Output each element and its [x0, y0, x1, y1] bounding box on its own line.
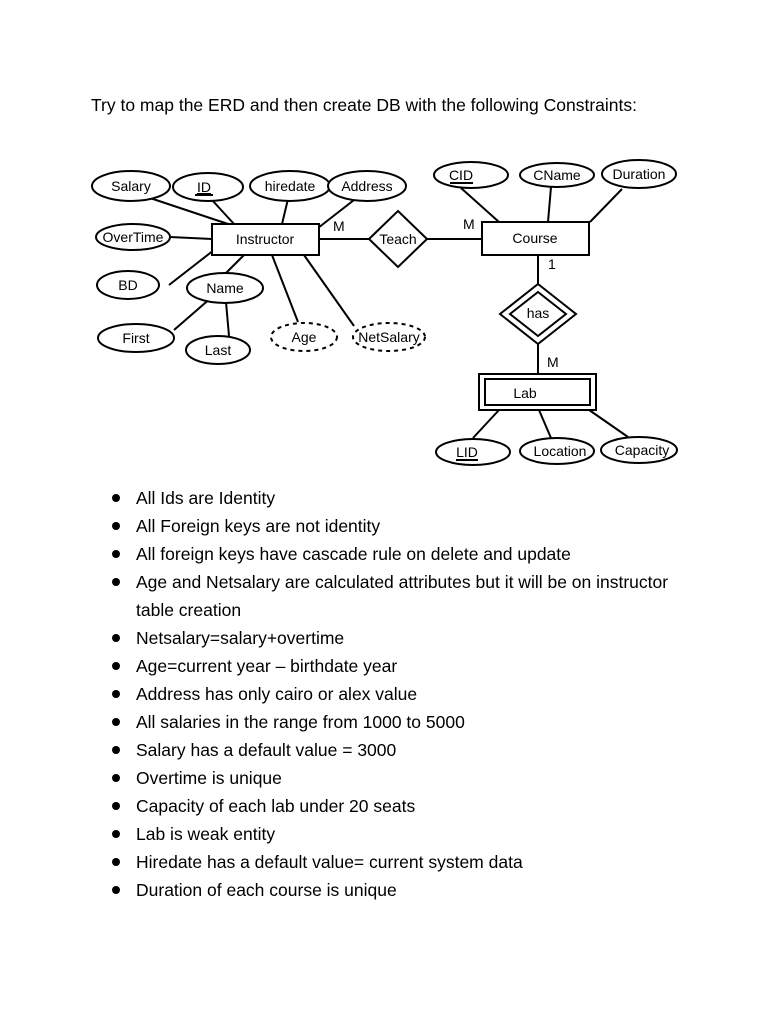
- attr-age-label: Age: [292, 329, 317, 345]
- er-diagram: Instructor Salary ID hiredate Address Ov…: [91, 159, 678, 466]
- attr-salary: Salary: [91, 170, 171, 202]
- constraint-item: Netsalary=salary+overtime: [110, 624, 670, 652]
- attr-location-label: Location: [534, 443, 587, 459]
- connector-salary: [149, 197, 229, 225]
- connector-cid: [460, 187, 500, 223]
- attr-name: Name: [186, 272, 264, 304]
- attr-capacity: Capacity: [600, 436, 678, 464]
- entity-course: Course: [481, 221, 590, 256]
- attr-duration: Duration: [601, 159, 677, 189]
- connector-cname: [547, 186, 552, 223]
- connector-overtime: [169, 236, 213, 240]
- attr-address: Address: [327, 170, 407, 202]
- attr-bd-label: BD: [118, 277, 137, 293]
- constraint-item: All Ids are Identity: [110, 484, 670, 512]
- entity-lab-label: Lab: [513, 385, 537, 401]
- constraint-item: Capacity of each lab under 20 seats: [110, 792, 670, 820]
- connector-lid: [472, 409, 500, 439]
- attr-first-label: First: [122, 330, 149, 346]
- entity-instructor: Instructor: [211, 223, 320, 256]
- constraint-item: Lab is weak entity: [110, 820, 670, 848]
- attr-netsalary-label: NetSalary: [358, 329, 419, 345]
- attr-hiredate: hiredate: [249, 170, 331, 202]
- connector-hiredate: [281, 198, 289, 225]
- constraint-item: All foreign keys have cascade rule on de…: [110, 540, 670, 568]
- attr-lid-label: LID: [456, 444, 478, 460]
- attr-lid: LID: [435, 438, 511, 466]
- attr-netsalary: NetSalary: [352, 322, 426, 352]
- attr-age: Age: [270, 322, 338, 352]
- constraint-item: Duration of each course is unique: [110, 876, 670, 904]
- connector-id: [211, 199, 235, 225]
- attr-capacity-label: Capacity: [615, 442, 669, 458]
- attr-hiredate-label: hiredate: [265, 178, 316, 194]
- constraint-item: All Foreign keys are not identity: [110, 512, 670, 540]
- attr-cid-label: CID: [449, 167, 473, 183]
- cardinality-course-has: 1: [548, 256, 556, 272]
- connector-address: [317, 199, 355, 229]
- relationship-teach-label: Teach: [379, 231, 416, 247]
- constraint-item: Age=current year – birthdate year: [110, 652, 670, 680]
- constraint-item: Age and Netsalary are calculated attribu…: [110, 568, 670, 624]
- relationship-has: has: [498, 282, 578, 346]
- attr-location: Location: [519, 437, 595, 465]
- attr-cid: CID: [433, 161, 509, 189]
- attr-last: Last: [185, 335, 251, 365]
- entity-instructor-label: Instructor: [236, 231, 295, 247]
- connector-bd: [168, 249, 215, 286]
- relationship-has-label: has: [527, 305, 550, 321]
- attr-duration-label: Duration: [613, 166, 666, 182]
- entity-course-label: Course: [512, 230, 557, 246]
- cardinality-teach-course: M: [463, 216, 475, 232]
- connector-netsalary: [303, 254, 355, 327]
- constraints-list: All Ids are Identity All Foreign keys ar…: [110, 484, 670, 904]
- cardinality-has-lab: M: [547, 354, 559, 370]
- connector-first: [173, 296, 213, 331]
- entity-lab: Lab: [478, 373, 597, 411]
- attr-first: First: [97, 323, 175, 353]
- attr-bd: BD: [96, 270, 160, 300]
- constraint-item: All salaries in the range from 1000 to 5…: [110, 708, 670, 736]
- connector-age: [271, 254, 299, 323]
- connector-duration: [589, 188, 623, 223]
- connector-name: [225, 254, 245, 274]
- relationship-teach: Teach: [367, 209, 429, 269]
- cardinality-instructor-teach: M: [333, 218, 345, 234]
- page-heading: Try to map the ERD and then create DB wi…: [91, 95, 637, 115]
- constraint-item: Hiredate has a default value= current sy…: [110, 848, 670, 876]
- attr-cname: CName: [519, 162, 595, 188]
- attr-last-label: Last: [205, 342, 232, 358]
- constraint-item: Address has only cairo or alex value: [110, 680, 670, 708]
- attr-overtime: OverTime: [95, 223, 171, 251]
- attr-salary-label: Salary: [111, 178, 151, 194]
- constraint-item: Salary has a default value = 3000: [110, 736, 670, 764]
- attr-name-label: Name: [206, 280, 244, 296]
- attr-address-label: Address: [341, 178, 392, 194]
- attr-overtime-label: OverTime: [103, 229, 164, 245]
- connector-last: [225, 301, 230, 337]
- connector-location: [538, 409, 552, 439]
- attr-id-label: ID: [197, 179, 211, 195]
- constraint-item: Overtime is unique: [110, 764, 670, 792]
- attr-cname-label: CName: [533, 167, 581, 183]
- attr-id: ID: [172, 172, 244, 202]
